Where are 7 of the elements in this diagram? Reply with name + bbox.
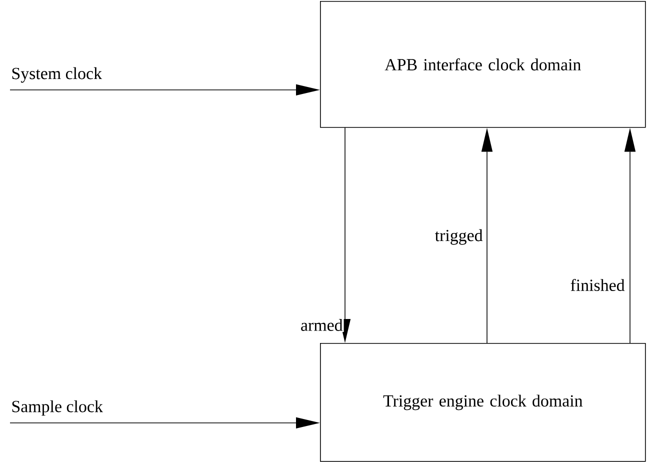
- edge-label: armed: [300, 318, 344, 332]
- signal-label: Sample clock: [12, 400, 103, 416]
- clock-domain-box: Trigger engine clock domain: [320, 343, 646, 462]
- edge-label: trigged: [434, 228, 484, 246]
- signal-label: System clock: [12, 67, 102, 83]
- clock-domain-box: APB interface clock domain: [320, 1, 646, 128]
- edge-label: finished: [569, 278, 626, 292]
